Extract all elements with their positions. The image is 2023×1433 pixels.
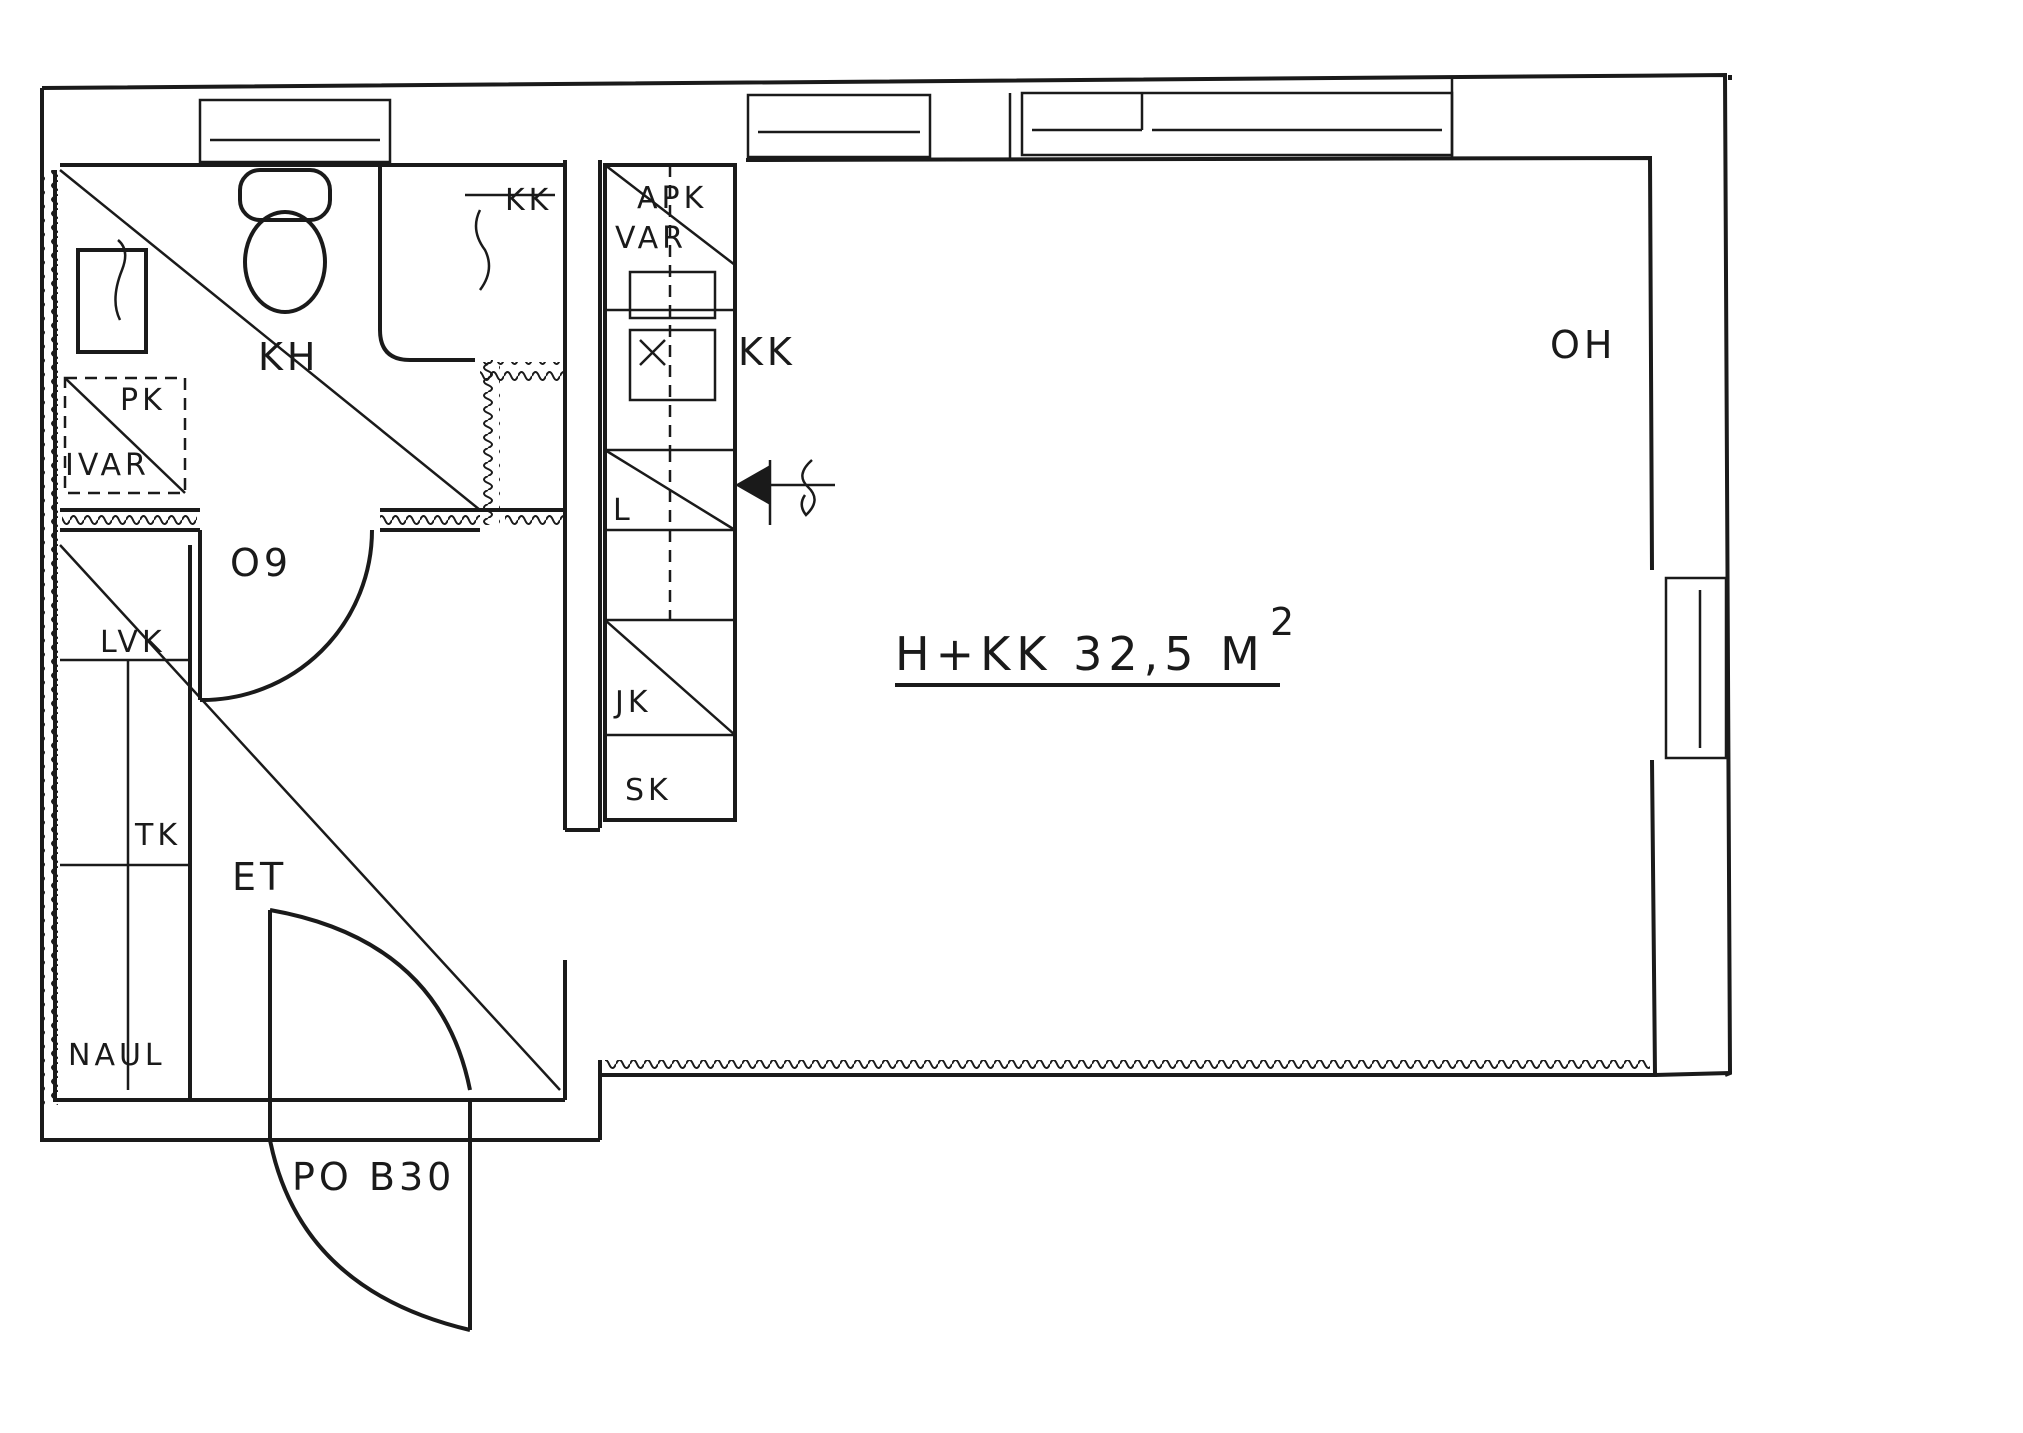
room-label-oh: OH xyxy=(1550,323,1616,367)
room-label-pk: PK xyxy=(120,383,166,418)
room-label-main-area-sup: 2 xyxy=(1270,600,1298,644)
room-label-lvk: LVK xyxy=(100,625,166,660)
room-label-tk: TK xyxy=(134,818,181,853)
kitchen-counter xyxy=(603,163,737,822)
room-label-naul: NAUL xyxy=(68,1038,166,1073)
et-diagonal xyxy=(59,544,561,1091)
room-label-l: L xyxy=(613,493,634,528)
room-label-kh: KH xyxy=(258,335,320,379)
room-label-sk: SK xyxy=(625,773,672,808)
insulation-hatching xyxy=(42,170,1650,1105)
room-label-kk: KK xyxy=(738,330,796,374)
room-label-apk: APK xyxy=(637,181,707,216)
entrance-door xyxy=(268,908,472,1332)
room-label-et: ET xyxy=(232,855,287,899)
top-windows xyxy=(198,78,1454,164)
pk-ivar-cabinet xyxy=(63,376,187,495)
right-window xyxy=(1664,576,1728,760)
toilet xyxy=(238,168,332,314)
sink xyxy=(76,239,148,354)
o9-door xyxy=(198,529,374,703)
room-label-o9: O9 xyxy=(230,541,292,585)
shower xyxy=(465,193,555,291)
room-label-kk-small: KK xyxy=(505,183,552,218)
section-marker xyxy=(735,459,835,525)
room-label-main-area: H+KK 32,5 M xyxy=(895,627,1266,681)
room-label-var: VAR xyxy=(615,221,687,256)
pk-ivar-diagonal xyxy=(64,377,186,494)
room-label-po-b30: PO B30 xyxy=(292,1155,455,1199)
kh-diagonal xyxy=(59,169,481,511)
outer-walls xyxy=(40,72,1733,1142)
wardrobes xyxy=(60,658,190,1090)
room-label-jk: JK xyxy=(613,685,652,720)
room-label-ivar: IVAR xyxy=(65,448,150,483)
